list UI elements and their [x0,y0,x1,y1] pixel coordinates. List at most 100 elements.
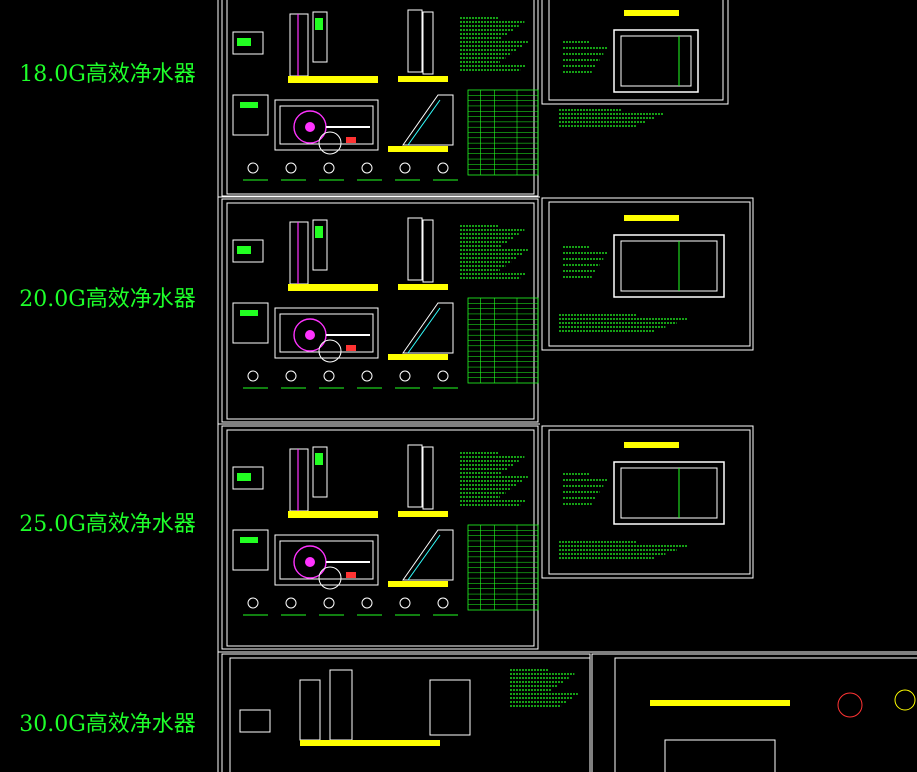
sheet-25-side[interactable] [541,425,754,579]
sheet18-column-label [315,18,323,30]
sheet20-detail-1 [285,370,297,382]
sheet18-plan-basin [274,99,379,151]
sheet20-plan-box [232,302,269,344]
row-label-20: 20.0G高效净水器 [19,287,196,312]
sheet20-column-2 [312,219,328,271]
sheet25-detail-2 [323,597,335,609]
sheet25-tank-label [237,473,251,481]
sheet20-valve [346,345,356,351]
side18-chamber [613,29,699,93]
sheet30-column-2 [329,669,353,741]
sheet-25-main[interactable] [221,425,539,650]
sheet25-detail-4 [399,597,411,609]
sheet18-detail-0 [247,162,259,174]
sheet25-detail-3 [361,597,373,609]
sheet20-settler-slab [388,354,448,360]
sheet-18-side[interactable] [541,0,729,105]
sheet18-plan-box [232,94,269,136]
sheet18-tower [407,9,423,73]
sheet20-plan-basin-inner [279,313,374,353]
sheet18-plan-basin-inner [279,105,374,145]
sheet20-detail-4 [399,370,411,382]
sheet30-tower [429,679,471,736]
sheet20-clarifier-core [305,330,315,340]
sheet20-plan-basin [274,307,379,359]
sheet25-base-slab [288,511,378,518]
sheet20-tank-label [237,246,251,254]
sheet20-tank-left [232,239,264,263]
sheet25-plan-tag [240,537,258,543]
side18-chamber-inner [620,35,692,87]
sheet30-side-slab [650,700,790,706]
sheet-20-side[interactable] [541,197,754,351]
sheet-20-main[interactable] [221,198,539,423]
side25-top-slab [624,442,679,448]
row-label-30: 30.0G高效净水器 [19,712,196,737]
sheet18-tank-left [232,31,264,55]
sheet25-detail-1 [285,597,297,609]
sheet25-filter-ring [318,566,342,590]
sheet18-tower-2 [422,11,434,75]
sheet20-filter-ring [318,339,342,363]
sheet20-detail-2 [323,370,335,382]
sheet25-plan-basin [274,534,379,586]
side18-top-slab [624,10,679,16]
side25-chamber-inner [620,467,718,519]
row-label-25: 25.0G高效净水器 [19,512,196,537]
sheet18-column [289,13,309,77]
side20-chamber-inner [620,240,718,292]
sheet30-side-detail [837,692,863,718]
sheet30-tank [239,709,271,733]
sheet25-valve [346,572,356,578]
sheet20-settler-slope [407,307,441,354]
sheet30-column [299,679,321,741]
sheet18-column-2 [312,11,328,63]
sheet25-detail-0 [247,597,259,609]
sheet18-detail-2 [323,162,335,174]
sheet25-detail-5 [437,597,449,609]
side25-chamber [613,461,725,525]
sheet25-plan-basin-inner [279,540,374,580]
sheet18-settler-slab [388,146,448,152]
row-label-18: 18.0G高效净水器 [19,62,196,87]
sheet18-detail-4 [399,162,411,174]
sheet18-filter-ring [318,131,342,155]
sheet20-column-label [315,226,323,238]
sheet18-detail-1 [285,162,297,174]
sheet25-column-2 [312,446,328,498]
sheet20-settler [402,302,454,354]
sheet30-slab [300,740,440,746]
sheet25-tank-left [232,466,264,490]
sheet25-plan-box [232,529,269,571]
sheet25-clarifier-core [305,557,315,567]
sheet25-settler-slope [407,534,441,581]
sheet-30-side[interactable] [591,653,917,772]
sheet25-settler [402,529,454,581]
sheet18-tank-label [237,38,251,46]
sheet18-detail-5 [437,162,449,174]
sheet18-plan-tag [240,102,258,108]
sheet20-tower-slab [398,284,448,290]
sheet30-side-detail-2 [894,689,916,711]
sheet18-detail-3 [361,162,373,174]
side20-chamber [613,234,725,298]
sheet20-tower [407,217,423,281]
sheet20-tower-2 [422,219,434,283]
sheet20-plan-tag [240,310,258,316]
sheet20-detail-3 [361,370,373,382]
sheet20-detail-0 [247,370,259,382]
sheet30-side-chamber [664,739,776,772]
sheet20-detail-5 [437,370,449,382]
sheet20-column [289,221,309,285]
sheet25-tower-2 [422,446,434,510]
sheet18-settler [402,94,454,146]
sheet-30-main[interactable] [221,653,591,772]
sheet18-tower-slab [398,76,448,82]
sheet20-base-slab [288,284,378,291]
side20-top-slab [624,215,679,221]
sheet25-tower-slab [398,511,448,517]
sheet18-clarifier-core [305,122,315,132]
sheet25-tower [407,444,423,508]
